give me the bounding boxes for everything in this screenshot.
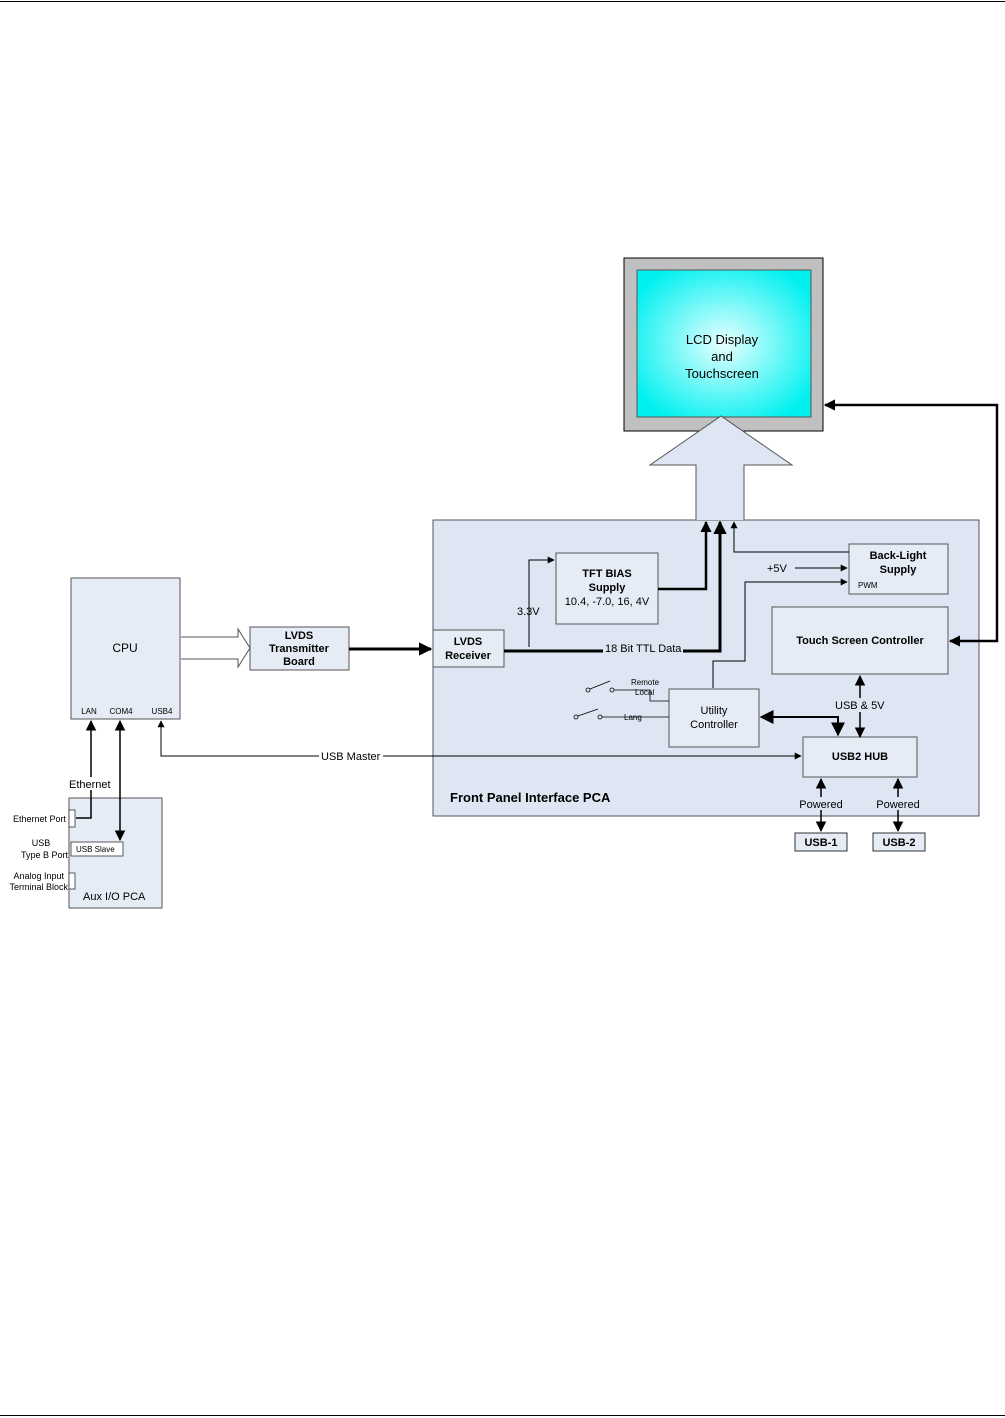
pwm-line xyxy=(712,578,848,688)
page-bottom-rule xyxy=(0,1415,1005,1416)
page-top-rule xyxy=(0,1,1005,2)
tft-to-display-line xyxy=(658,520,712,591)
usb1-port-box: USB-1 xyxy=(794,832,848,852)
cpu-box: CPU LAN COM4 USB4 xyxy=(70,577,181,720)
tft-bias-supply-box: TFT BIAS Supply 10.4, -7.0, 16, 4V xyxy=(555,552,659,625)
board-to-lcd-arrow xyxy=(648,415,794,520)
aux-io-pca-box: Aux I/O PCA USB Slave xyxy=(68,797,163,909)
v33-label: 3.3V xyxy=(517,606,540,618)
usb-port-line1: USB xyxy=(32,838,51,848)
local-label: Local xyxy=(635,688,654,697)
lvds-rx-line1: LVDS xyxy=(454,636,483,648)
touch-to-lcd-line xyxy=(823,399,999,647)
tft-line2: Supply xyxy=(589,582,627,594)
cpu-port-usb4: USB4 xyxy=(152,707,173,716)
usb-slave-label: USB Slave xyxy=(76,845,115,854)
tft-line1: TFT BIAS xyxy=(582,568,632,580)
usb-port-line2: Type B Port xyxy=(21,850,69,860)
utility-line1: Utility xyxy=(701,705,728,717)
cpu-port-com4: COM4 xyxy=(109,707,133,716)
analog-line1: Analog Input xyxy=(13,871,64,881)
lcd-display: LCD Display and Touchscreen xyxy=(623,257,824,432)
cpu-to-lvds-arrow xyxy=(181,627,251,669)
lcd-label-line1: LCD Display xyxy=(686,332,759,347)
hub-label: USB2 HUB xyxy=(832,751,888,763)
ethernet-label: Ethernet xyxy=(69,779,111,791)
cpu-port-lan: LAN xyxy=(81,707,97,716)
remote-label: Remote xyxy=(631,678,660,687)
lvds-tx-line2: Transmitter xyxy=(269,643,330,655)
v5-label: +5V xyxy=(767,563,788,575)
ttl-data-label: 18 Bit TTL Data xyxy=(605,643,682,655)
tft-line3: 10.4, -7.0, 16, 4V xyxy=(565,596,650,608)
lvds-transmitter-box: LVDS Transmitter Board xyxy=(249,626,350,671)
aux-label: Aux I/O PCA xyxy=(83,891,146,903)
lang-switch: Lang xyxy=(573,708,669,722)
fpi-label: Front Panel Interface PCA xyxy=(450,790,611,805)
eth-port-label: Ethernet Port xyxy=(13,814,67,824)
lvds-tx-line1: LVDS xyxy=(285,630,314,642)
lcd-label-line2: and xyxy=(711,349,733,364)
utility-hub-link xyxy=(759,710,845,737)
v33-line xyxy=(528,556,555,647)
lcd-label-line3: Touchscreen xyxy=(685,366,759,381)
usb1-label: USB-1 xyxy=(804,837,837,849)
backlight-line1: Back-Light xyxy=(870,550,927,562)
powered1-label: Powered xyxy=(799,799,842,811)
lang-label: Lang xyxy=(624,713,642,722)
backlight-supply-box: Back-Light Supply PWM xyxy=(848,543,949,595)
lvds-receiver-box: LVDS Receiver xyxy=(432,629,505,668)
backlight-to-display-line xyxy=(730,521,849,553)
utility-line2: Controller xyxy=(690,719,738,731)
ttl-data-line xyxy=(504,520,727,653)
usb5v-label: USB & 5V xyxy=(835,700,885,712)
touch-screen-controller-box: Touch Screen Controller xyxy=(771,606,949,675)
cpu-label: CPU xyxy=(112,641,137,655)
backlight-line2: Supply xyxy=(880,564,918,576)
usb-master-label: USB Master xyxy=(321,751,381,763)
backlight-pwm: PWM xyxy=(858,581,878,590)
usb2-hub-box: USB2 HUB xyxy=(802,736,918,778)
remote-local-switch: Remote Local xyxy=(585,678,669,702)
ethernet-line xyxy=(76,719,97,819)
usb-master-line xyxy=(157,720,802,760)
analog-line2: Terminal Block xyxy=(9,882,68,892)
touch-label: Touch Screen Controller xyxy=(796,635,924,647)
lvds-tx-line3: Board xyxy=(283,656,315,668)
powered2-label: Powered xyxy=(876,799,919,811)
lvds-rx-line2: Receiver xyxy=(445,650,492,662)
usb2-label: USB-2 xyxy=(882,837,915,849)
utility-controller-box: Utility Controller xyxy=(668,688,760,748)
usb2-port-box: USB-2 xyxy=(872,832,926,852)
